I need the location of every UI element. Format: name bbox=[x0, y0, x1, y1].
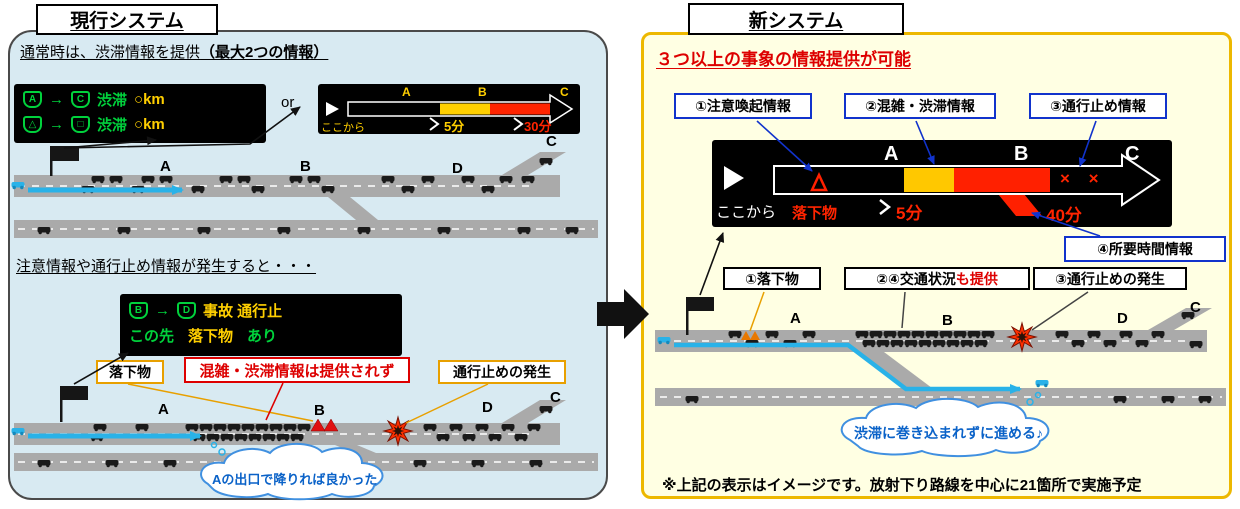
from-here-label: ここから bbox=[321, 122, 365, 134]
road-point-c: C bbox=[1190, 299, 1201, 316]
road-point-a: A bbox=[790, 310, 801, 327]
point-label-b: B bbox=[478, 85, 487, 99]
vms-row: B → D 事故 通行止 bbox=[120, 298, 402, 323]
thought-bubble-text-left: Aの出口で降りれば良かった bbox=[212, 472, 378, 487]
no-congestion-info-tag: 混雑・渋滞情報は提供されず bbox=[184, 357, 410, 383]
road-point-b: B bbox=[942, 312, 953, 329]
intro-text-normal: 通常時は、渋滞情報を提供 bbox=[20, 44, 201, 61]
new-system-headline: ３つ以上の事象の情報提供が可能 bbox=[656, 50, 911, 69]
route-shield: B bbox=[129, 302, 148, 319]
travel-time-2: 40分 bbox=[1046, 206, 1082, 225]
vms-display-graph: A B C ここから 5分 30分 bbox=[318, 84, 580, 134]
road-point-c: C bbox=[546, 133, 557, 150]
route-shield: △ bbox=[23, 116, 42, 133]
callout-caution-info: ①注意喚起情報 bbox=[674, 93, 812, 119]
travel-time-1: 5分 bbox=[896, 204, 923, 223]
callout-congestion-info: ②混雑・渋滞情報 bbox=[844, 93, 996, 119]
vms-arrow: → bbox=[155, 302, 170, 319]
traffic-status-extra: も提供 bbox=[955, 270, 998, 287]
road-point-c: C bbox=[550, 389, 561, 406]
point-label-c: C bbox=[560, 85, 569, 99]
vms-display-normal: A → C 渋滞 ○km △ → □ 渋滞 ○km bbox=[14, 84, 266, 143]
road-point-d: D bbox=[452, 160, 463, 177]
route-shield: A bbox=[23, 91, 42, 108]
point-label-c: C bbox=[1125, 143, 1140, 165]
callout-closure-info: ③通行止め情報 bbox=[1029, 93, 1167, 119]
congestion-segment-red bbox=[490, 103, 550, 115]
intro-text-strong: （最大2つの情報） bbox=[200, 44, 329, 61]
vms-graph-bar bbox=[326, 93, 574, 131]
vms-arrow: → bbox=[49, 116, 64, 133]
travel-time-1: 5分 bbox=[444, 119, 465, 134]
point-label-a: A bbox=[402, 85, 411, 99]
road-point-a: A bbox=[158, 401, 169, 418]
traffic-status-text: ②④交通状況 bbox=[876, 270, 956, 287]
vms-row: この先 落下物 あり bbox=[120, 323, 402, 348]
or-label: or bbox=[281, 94, 295, 111]
closure-occurrence-tag: ③通行止めの発生 bbox=[1033, 267, 1187, 290]
vms-status: 渋滞 bbox=[97, 92, 128, 109]
falling-object-tag: 落下物 bbox=[96, 360, 164, 384]
hazard-label: 落下物 bbox=[792, 205, 838, 222]
vms-distance: ○km bbox=[134, 91, 165, 108]
vms-display-new: A B C ここから 落下物 5分 40分 × × bbox=[712, 140, 1172, 227]
traffic-status-tag: ②④交通状況も提供 bbox=[844, 267, 1030, 290]
road-point-a: A bbox=[160, 158, 171, 175]
congestion-segment-yellow bbox=[440, 103, 490, 115]
congestion-segment-red bbox=[954, 168, 1050, 192]
route-shield: C bbox=[71, 91, 90, 108]
falling-object-tag: ①落下物 bbox=[723, 267, 821, 290]
vms-event: 事故 通行止 bbox=[203, 303, 283, 320]
current-system-title-text: 現行システム bbox=[70, 11, 184, 32]
thought-bubble-text-right: 渋滞に巻き込まれずに進める♪ bbox=[854, 425, 1043, 441]
new-system-title: 新システム bbox=[688, 3, 904, 35]
point-label-b: B bbox=[1014, 143, 1029, 165]
vms-text: この先 bbox=[129, 328, 175, 345]
road-point-d: D bbox=[1117, 310, 1128, 327]
vms-row: A → C 渋滞 ○km bbox=[14, 87, 266, 112]
new-system-title-text: 新システム bbox=[748, 10, 844, 32]
vms-display-incident: B → D 事故 通行止 この先 落下物 あり bbox=[120, 294, 402, 356]
vms-arrow: → bbox=[49, 91, 64, 108]
current-system-title: 現行システム bbox=[36, 4, 218, 35]
congestion-segment-yellow bbox=[904, 168, 954, 192]
road-point-b: B bbox=[300, 158, 311, 175]
road-point-d: D bbox=[482, 399, 493, 416]
implementation-note: ※上記の表示はイメージです。放射下り路線を中心に21箇所で実施予定 bbox=[662, 477, 1142, 494]
red-flag-shape bbox=[998, 194, 1042, 216]
route-shield: D bbox=[177, 302, 196, 319]
vms-status: 渋滞 bbox=[97, 117, 128, 134]
vms-text: あり bbox=[247, 328, 278, 345]
travel-time-2: 30分 bbox=[524, 119, 552, 134]
caution-text: 注意情報や通行止め情報が発生すると・・・ bbox=[16, 258, 317, 275]
intro-text: 通常時は、渋滞情報を提供（最大2つの情報） bbox=[20, 41, 328, 62]
from-here-label: ここから bbox=[716, 204, 777, 221]
vms-distance: ○km bbox=[134, 116, 165, 133]
road-point-b: B bbox=[314, 402, 325, 419]
point-label-a: A bbox=[884, 143, 899, 165]
closure-occurrence-tag: 通行止めの発生 bbox=[438, 360, 566, 384]
callout-travel-time-info: ④所要時間情報 bbox=[1064, 236, 1226, 262]
hazard-triangle bbox=[810, 172, 828, 192]
vms-hazard: 落下物 bbox=[188, 328, 234, 345]
route-shield: □ bbox=[71, 116, 90, 133]
closure-x-marks: × × bbox=[1060, 169, 1106, 188]
vms-row: △ → □ 渋滞 ○km bbox=[14, 112, 266, 137]
vms-new-graph bbox=[724, 153, 1161, 216]
